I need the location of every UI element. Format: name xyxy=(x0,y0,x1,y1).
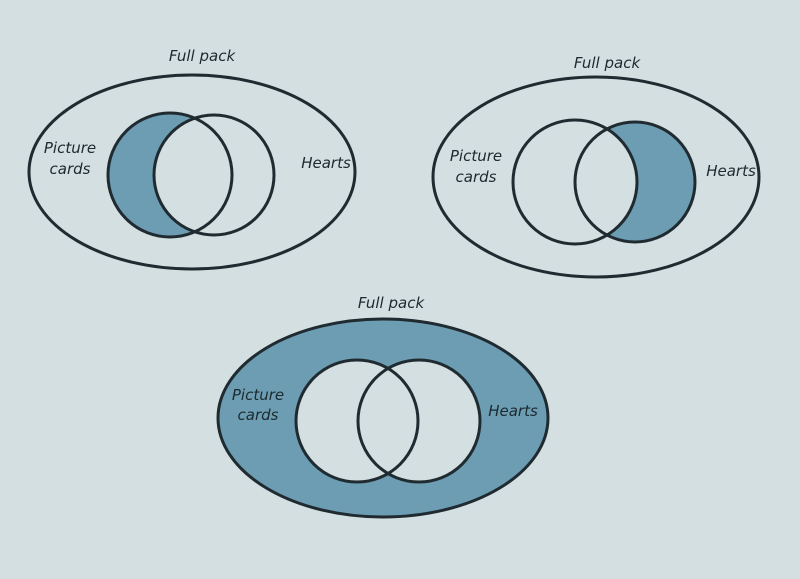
set-b-label: Hearts xyxy=(488,402,538,420)
venn-diagram-3: Full pack Picture cards Hearts xyxy=(216,294,550,519)
universe-ellipse xyxy=(431,75,761,279)
set-a-label-line2: cards xyxy=(238,406,279,424)
set-a-label-line1: Picture xyxy=(450,147,502,165)
set-circle-picture-cards xyxy=(511,118,639,246)
universe-label: Full pack xyxy=(358,294,426,312)
shaded-region-hearts-only xyxy=(575,122,695,242)
set-circle-hearts xyxy=(152,113,276,237)
set-circle-hearts xyxy=(573,120,697,244)
set-a-label-line2: cards xyxy=(456,168,497,186)
universe-label: Full pack xyxy=(169,47,237,65)
set-circle-hearts xyxy=(356,358,482,484)
venn-diagram-1: Full pack Picture cards Hearts xyxy=(27,47,357,271)
shaded-region-picture-cards-only xyxy=(108,113,232,237)
universe-ellipse xyxy=(27,73,357,271)
venn-diagram-2: Full pack Picture cards Hearts xyxy=(431,54,761,279)
set-b-label: Hearts xyxy=(301,154,351,172)
set-a-label-line1: Picture xyxy=(44,139,96,157)
set-a-label-line1: Picture xyxy=(232,386,284,404)
set-b-label: Hearts xyxy=(706,162,756,180)
set-a-label-line2: cards xyxy=(50,160,91,178)
set-circle-picture-cards xyxy=(106,111,234,239)
set-circle-picture-cards xyxy=(294,358,420,484)
universe-label: Full pack xyxy=(574,54,642,72)
